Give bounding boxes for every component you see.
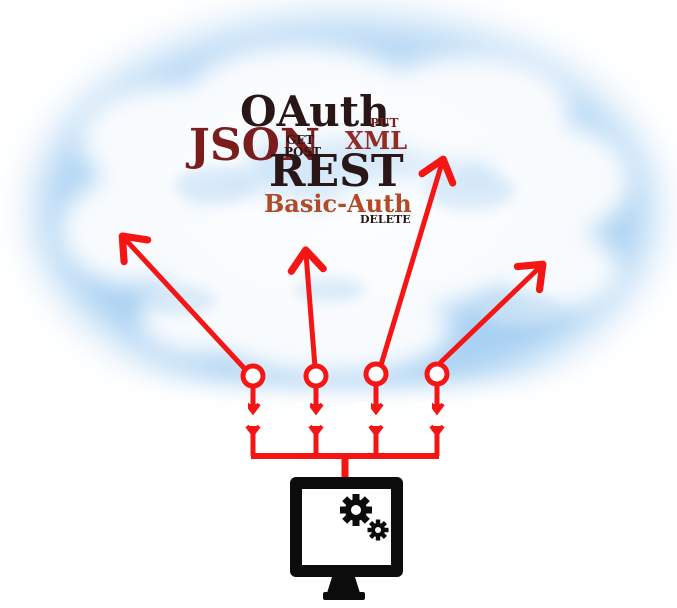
cloud-background (0, 20, 677, 608)
plug-gaps (236, 402, 432, 416)
word-oauth: OAuth (240, 87, 390, 136)
word-post: POST (284, 145, 321, 159)
connector-node-2 (303, 363, 329, 416)
word-cloud: OAuth PUT JSON GET POST XML REST Basic-A… (185, 87, 412, 226)
arrow-4 (438, 260, 547, 365)
distribution-bus (245, 424, 445, 480)
word-rest: REST (269, 146, 404, 197)
connector-nodes (240, 361, 450, 416)
gears-icon (340, 494, 389, 541)
word-get: GET (286, 133, 314, 147)
word-put: PUT (370, 116, 398, 130)
arrow-2 (287, 246, 327, 370)
word-basic-auth: Basic-Auth (264, 189, 412, 218)
word-json: JSON (185, 120, 320, 171)
arrow-1 (118, 232, 247, 371)
connector-node-1 (240, 363, 266, 416)
word-xml: XML (345, 126, 407, 155)
connector-node-3 (363, 361, 389, 416)
word-delete: DELETE (360, 213, 411, 226)
request-arrows (118, 155, 547, 371)
arrow-3 (378, 155, 457, 368)
connector-node-4 (424, 361, 450, 416)
